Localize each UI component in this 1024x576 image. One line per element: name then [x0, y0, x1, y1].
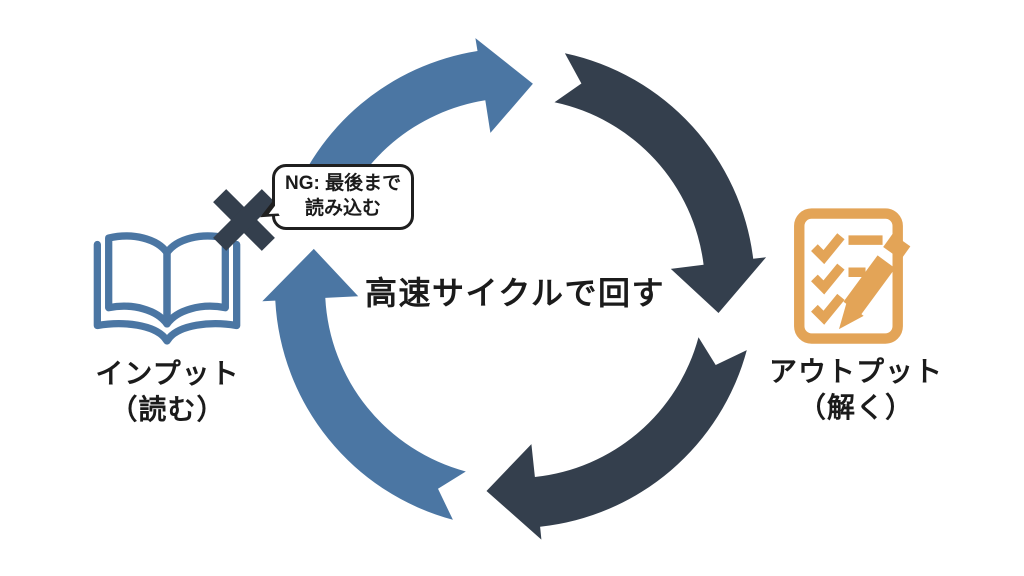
open-book-icon [93, 232, 241, 345]
input-label-line2: （読む） [109, 393, 226, 425]
cycle-arrow-right-to-bottom-dark [486, 337, 747, 540]
checklist-pencil-icon [794, 208, 911, 344]
cycle-arrow-top-to-right-dark [554, 53, 767, 313]
cycle-title: 高速サイクルで回す [365, 275, 665, 311]
x-mark-icon [213, 189, 275, 251]
output-label-line2: （解く） [797, 391, 914, 423]
ng-speech-bubble: NG: 最後まで 読み込む [272, 164, 415, 231]
input-label: インプット （読む） [55, 356, 280, 428]
ng-bubble-line2: 読み込む [305, 197, 382, 219]
cycle-arrow-bottom-to-left-blue [262, 248, 466, 520]
ng-bubble-line1: NG: 最後まで [285, 173, 402, 194]
input-label-line1: インプット [95, 358, 240, 389]
output-label-line1: アウトプット [768, 356, 943, 387]
output-label: アウトプット （解く） [742, 354, 970, 426]
